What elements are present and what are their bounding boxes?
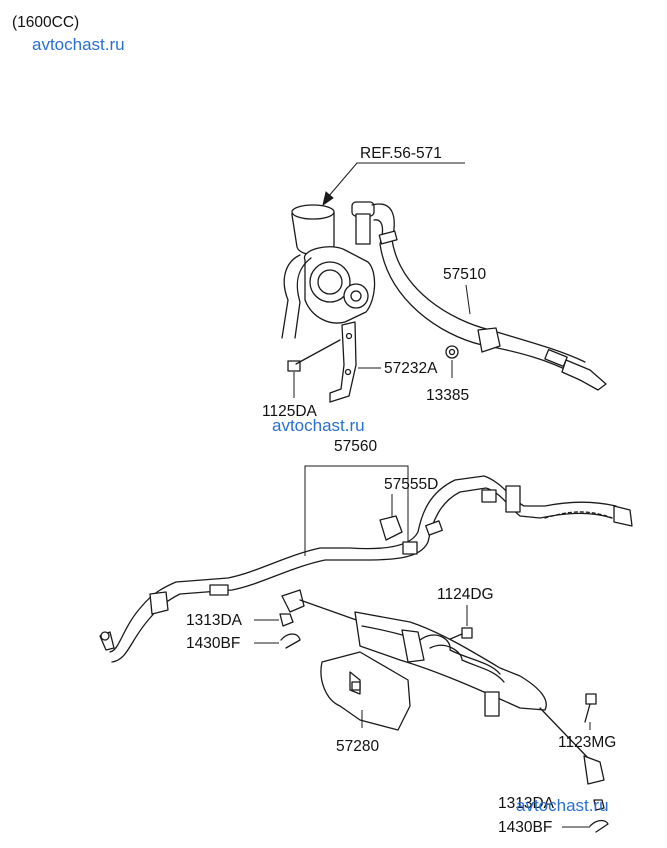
oil-pump-reference: REF.56-571 (281, 145, 465, 339)
suction-hose-b (294, 257, 312, 339)
bolt-1124DG-head (461, 627, 473, 639)
label-1124DG[interactable]: 1124DG (437, 586, 494, 603)
tube-assembly: 57560 57555D (99, 438, 633, 663)
pump-pulley-inner (317, 269, 343, 295)
bolt-1125DA: 1125DA (262, 339, 341, 420)
hose-upper-edge (371, 203, 586, 363)
bolt-shank (295, 339, 341, 365)
clamp-grommet (402, 541, 418, 555)
label-1430BF-left[interactable]: 1430BF (186, 635, 240, 652)
label-1313DA-right[interactable]: 1313DA (498, 795, 555, 812)
hose-end-fitting (561, 359, 607, 391)
label-57232A[interactable]: 57232A (384, 360, 438, 377)
clip-13385: 13385 (426, 345, 469, 404)
tube-braid (544, 511, 613, 519)
bracket-57232A: 57232A (329, 321, 438, 403)
tie-rod-end-right (583, 755, 605, 785)
outlet-pipe (355, 213, 371, 245)
label-57560[interactable]: 57560 (334, 438, 377, 455)
suction-hose-a (281, 254, 301, 339)
pin-left (280, 633, 301, 649)
label-1123MG[interactable]: 1123MG (558, 734, 616, 751)
leader-ref (327, 162, 465, 198)
nut-left (279, 613, 294, 627)
leader-57560 (304, 465, 409, 556)
rack-valve (401, 629, 425, 663)
arrow-ref (322, 191, 334, 207)
leader-57510 (465, 284, 471, 315)
fasteners-left: 1313DA 1430BF (186, 612, 301, 652)
tube-joint-mid (425, 520, 443, 536)
rack-mount-right (484, 691, 500, 717)
bolt-1123MG-shank (584, 703, 591, 723)
nut-right (593, 799, 605, 811)
tube-clip-right-2 (505, 485, 521, 513)
protector-shell (320, 651, 411, 731)
protector-hole (351, 681, 361, 691)
bracket-hole-2 (344, 368, 352, 376)
tube-joint-left (209, 584, 229, 596)
label-57555D[interactable]: 57555D (384, 476, 438, 493)
tube-end-left-cap (100, 631, 110, 641)
clamp-bracket (379, 515, 403, 541)
clip-washer-hole (448, 348, 456, 356)
reservoir-cap (291, 204, 335, 220)
watermark-middle: avtochast.ru (272, 416, 365, 435)
watermark-bottom: avtochast.ru (516, 796, 609, 815)
label-57280[interactable]: 57280 (336, 738, 379, 755)
engine-label: (1600CC) (12, 14, 79, 31)
bolt-head (287, 360, 301, 372)
label-13385[interactable]: 13385 (426, 387, 469, 404)
pressure-hose: 57510 (371, 203, 607, 391)
bolt-1123MG-head (585, 693, 597, 705)
fasteners-right: 1313DA 1430BF (498, 795, 609, 836)
bracket-hole-1 (345, 332, 353, 340)
label-57510[interactable]: 57510 (443, 266, 486, 283)
rack-pipes (419, 634, 501, 675)
hose-sleeve-top (378, 230, 398, 245)
label-1430BF-right[interactable]: 1430BF (498, 819, 552, 836)
bracket-plate (329, 321, 357, 403)
label-1313DA-left[interactable]: 1313DA (186, 612, 243, 629)
watermark-top: avtochast.ru (32, 35, 125, 54)
tube-fitting-left (149, 591, 169, 615)
hose-crimp-end (544, 348, 568, 368)
steering-gear: 1124DG 1123MG (281, 586, 616, 785)
hose-bracket (477, 327, 501, 353)
tube-clip-right-1 (481, 489, 497, 503)
label-ref[interactable]: REF.56-571 (360, 145, 442, 162)
tie-rod-end-left (281, 589, 305, 613)
pin-right (589, 819, 609, 833)
hose-lower-edge (373, 219, 576, 375)
label-1125DA[interactable]: 1125DA (262, 403, 318, 420)
rack-pipes-2 (429, 644, 505, 683)
tie-rod-left (299, 599, 363, 623)
tie-rod-right (539, 707, 591, 761)
tube-end-right (613, 505, 633, 527)
heat-protector: 57280 (320, 651, 411, 755)
pump-shaft (350, 290, 362, 302)
